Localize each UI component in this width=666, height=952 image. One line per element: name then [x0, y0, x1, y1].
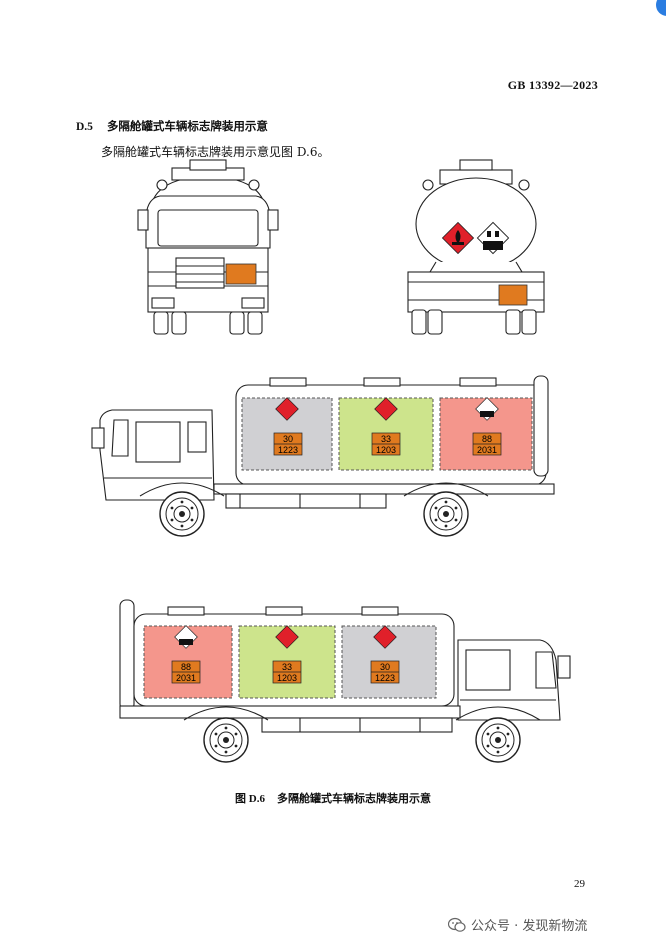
t1-c2-hazard-id: 33 — [381, 434, 391, 444]
t1-c1-hazard-id: 30 — [283, 434, 293, 444]
figure-label: 图 D.6 — [235, 793, 265, 805]
side1-front-wheel-icon — [159, 491, 205, 537]
side2-rear-wheel-icon — [203, 717, 249, 763]
section-body-text: 多隔舱罐式车辆标志牌装用示意见图 D.6。 — [101, 145, 330, 159]
side2-front-wheel-icon — [475, 717, 521, 763]
figure-caption: 图 D.6 多隔舱罐式车辆标志牌装用示意 — [0, 790, 666, 806]
t2-c3-hazard-id: 30 — [380, 662, 390, 672]
side1-rear-wheel-icon — [423, 491, 469, 537]
section-number: D.5 — [76, 121, 93, 133]
truck1-compartments: 30 1223 33 1203 88 2031 — [241, 397, 533, 471]
t2-c1-un-number: 2031 — [176, 673, 196, 683]
t2-c3-un-number: 1223 — [375, 673, 395, 683]
t1-c1-un-number: 1223 — [278, 445, 298, 455]
t1-c3-un-number: 2031 — [477, 445, 497, 455]
t1-c3-hazard-id: 88 — [482, 434, 492, 444]
rear-view-truck — [407, 159, 545, 335]
figure-caption-text: 多隔舱罐式车辆标志牌装用示意 — [276, 792, 431, 805]
section-title: 多隔舱罐式车辆标志牌装用示意 — [106, 119, 268, 133]
front-orange-plate — [225, 263, 257, 285]
watermark: 公众号 · 发现新物流 — [448, 915, 587, 934]
section-heading: D.5 多隔舱罐式车辆标志牌装用示意 — [76, 118, 268, 134]
t1-c2-un-number: 1203 — [376, 445, 396, 455]
corner-badge-icon — [656, 0, 666, 16]
truck2-compartments: 88 2031 33 1203 30 1223 — [143, 625, 437, 699]
t2-c2-hazard-id: 33 — [282, 662, 292, 672]
wechat-icon — [448, 917, 466, 932]
standard-code: GB 13392—2023 — [507, 78, 598, 92]
front-view-truck — [137, 159, 279, 335]
watermark-text: 公众号 · 发现新物流 — [471, 919, 588, 934]
rear-flammable-label-icon — [441, 221, 475, 255]
rear-corrosive-label-icon — [476, 221, 510, 255]
page-number: 29 — [574, 878, 585, 890]
t2-c2-un-number: 1203 — [277, 673, 297, 683]
rear-orange-plate — [498, 284, 528, 306]
t2-c1-hazard-id: 88 — [181, 662, 191, 672]
